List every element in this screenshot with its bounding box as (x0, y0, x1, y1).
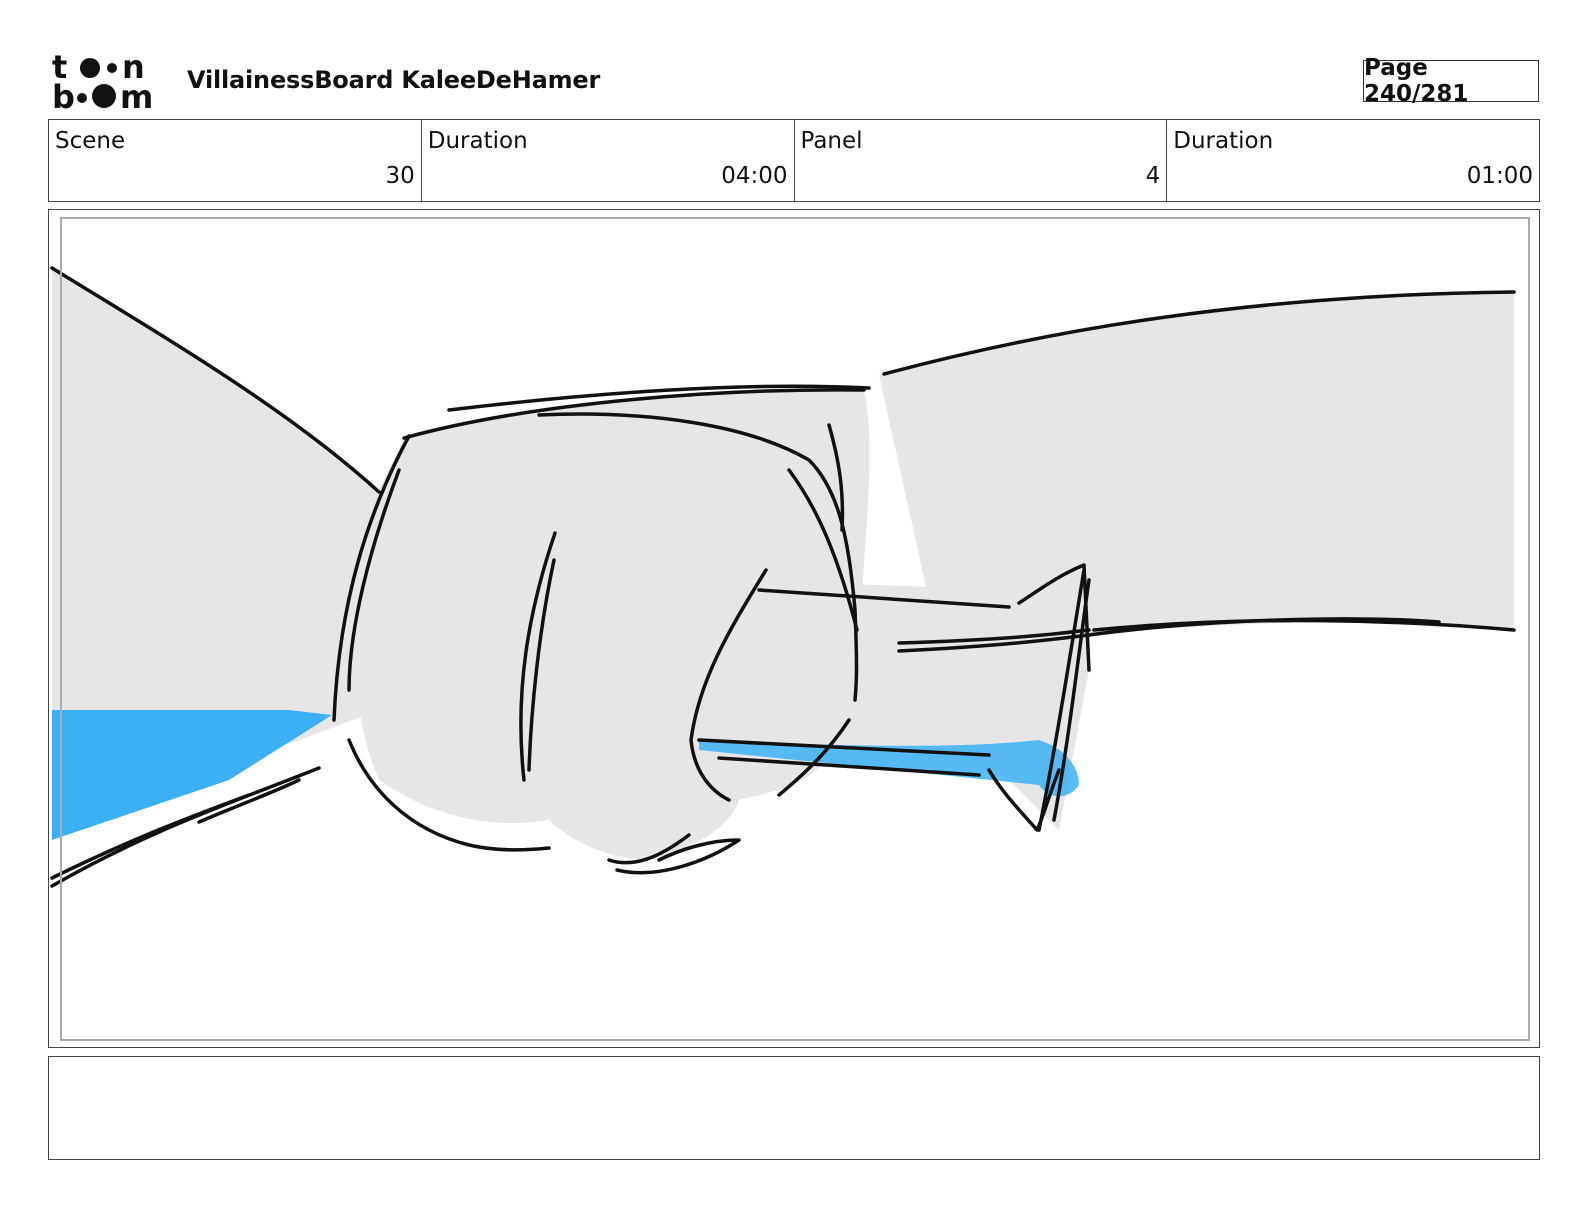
panel-notes-box[interactable] (48, 1056, 1540, 1160)
svg-text:m: m (120, 78, 153, 114)
storyboard-panel[interactable] (48, 209, 1540, 1048)
scene-duration-label: Duration (427, 128, 528, 154)
panel-cell: Panel 4 (795, 120, 1168, 201)
panel-duration-label: Duration (1173, 128, 1274, 154)
page-indicator: Page 240/281 (1363, 55, 1539, 107)
svg-text:t: t (52, 50, 67, 86)
toonboom-logo: t n b m (50, 48, 166, 116)
scene-duration-cell: Duration 04:00 (422, 120, 795, 201)
storyboard-sketch-icon (50, 266, 1516, 888)
scene-cell: Scene 30 (49, 120, 422, 201)
toonboom-logo-icon: t n b m (52, 48, 153, 116)
panel-duration-cell: Duration 01:00 (1167, 120, 1539, 201)
scene-duration-value: 04:00 (721, 163, 788, 189)
panel-label: Panel (800, 128, 863, 154)
svg-text:n: n (122, 50, 145, 86)
scene-info-row: Scene 30 Duration 04:00 Panel 4 Duration… (48, 119, 1540, 202)
svg-text:b: b (52, 78, 75, 114)
scene-label: Scene (55, 128, 126, 154)
document-title: VillainessBoard KaleeDeHamer (187, 66, 601, 94)
scene-value: 30 (385, 163, 415, 189)
panel-value: 4 (1145, 163, 1161, 189)
panel-duration-value: 01:00 (1466, 163, 1533, 189)
